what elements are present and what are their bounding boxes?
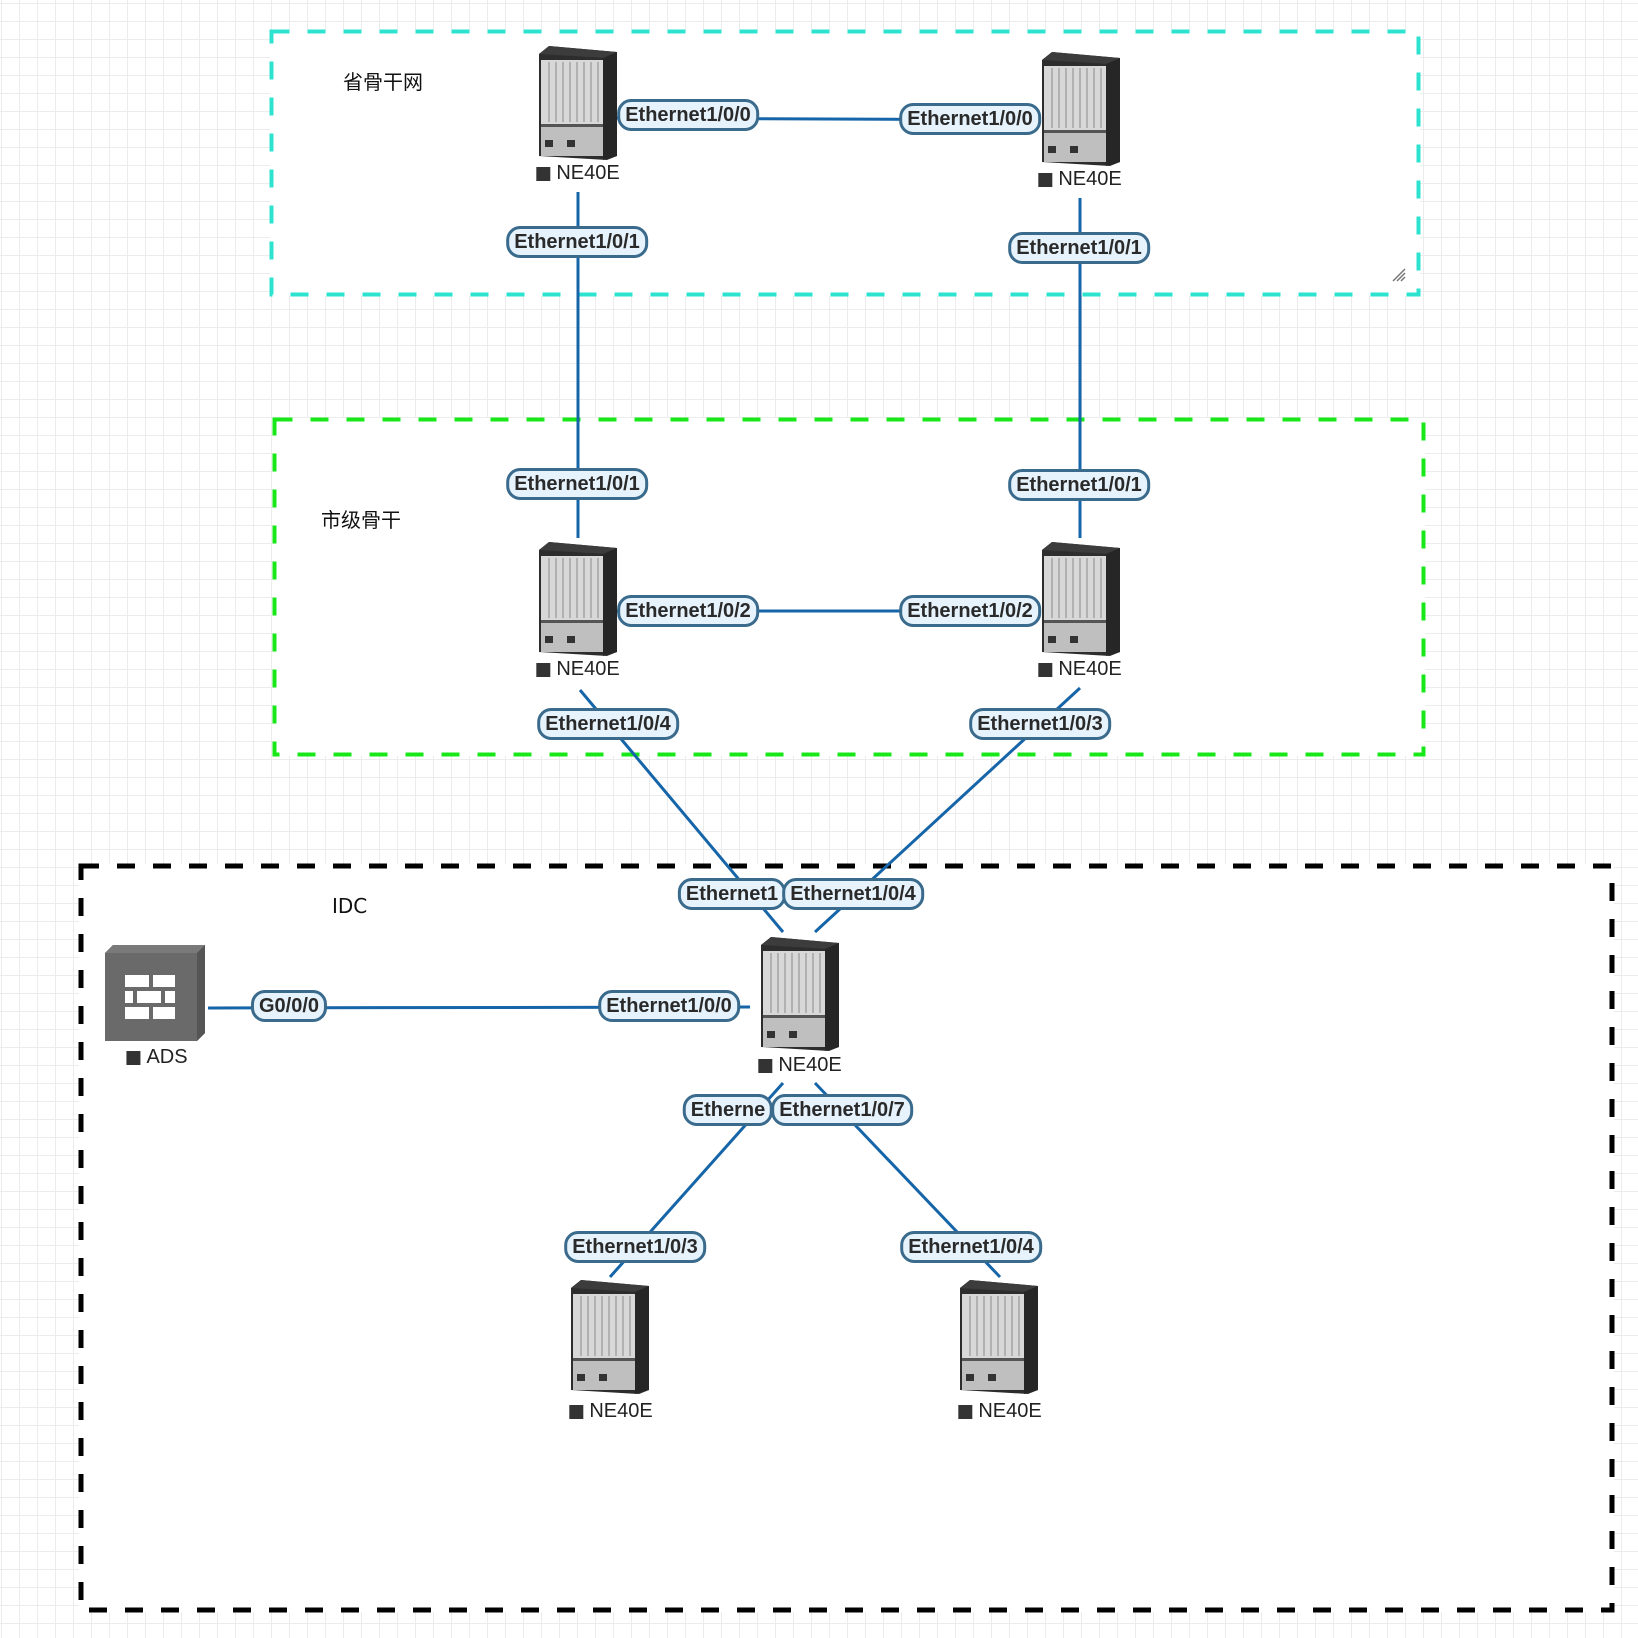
resize-grip-icon[interactable] [1392,268,1406,282]
port-label[interactable]: Ethernet1/0/0 [899,103,1041,135]
port-label[interactable]: Ethernet1/0/2 [899,595,1041,627]
port-label[interactable]: Ethernet1/0/1 [506,468,648,500]
device-city-left[interactable] [537,540,619,658]
device-prov-left[interactable] [537,44,619,162]
port-label[interactable]: Ethernet1/0/0 [617,99,759,131]
device-label-city-right: NE40E [1038,658,1122,681]
device-label-ads: ADS [126,1046,188,1069]
port-label[interactable]: G0/0/0 [250,990,328,1022]
device-label-idc-left: NE40E [569,1400,653,1423]
zone-city-border [272,417,1426,757]
router-icon [761,937,839,1051]
device-prov-right[interactable] [1040,50,1122,168]
zone-idc[interactable]: IDC [78,863,1615,1613]
zone-city-title: 市级骨干 [321,508,401,532]
device-city-right[interactable] [1040,540,1122,658]
status-square-icon [536,662,551,677]
zone-province-title: 省骨干网 [343,70,423,94]
device-ads[interactable] [105,945,205,1041]
port-label[interactable]: Ethernet1/0/4 [537,708,679,740]
zone-city-backbone[interactable]: 市级骨干 [272,417,1426,757]
status-square-icon [1038,172,1053,187]
port-label[interactable]: Ethernet1/0/4 [782,878,924,910]
router-icon [960,1280,1038,1394]
router-icon [1042,542,1120,656]
zone-province-backbone[interactable]: 省骨干网 [269,29,1421,297]
device-idc-core[interactable] [759,935,841,1053]
status-square-icon [958,1404,973,1419]
status-square-icon [569,1404,584,1419]
zone-province-border [269,29,1421,297]
device-label-idc-right: NE40E [958,1400,1042,1423]
port-label[interactable]: Ethernet1/0/1 [1008,469,1150,501]
router-icon [539,46,617,160]
port-label[interactable]: Ethernet1/0/3 [969,708,1111,740]
firewall-icon [105,945,205,1041]
status-square-icon [536,166,551,181]
status-square-icon [758,1058,773,1073]
port-label[interactable]: Ethernet1 [677,878,787,910]
device-label-city-left: NE40E [536,658,620,681]
port-label[interactable]: Etherne [682,1094,774,1126]
status-square-icon [126,1050,141,1065]
port-label[interactable]: Ethernet1/0/0 [598,990,740,1022]
device-idc-right[interactable] [958,1278,1040,1396]
device-idc-left[interactable] [569,1278,651,1396]
port-label[interactable]: Ethernet1/0/2 [617,595,759,627]
port-label[interactable]: Ethernet1/0/1 [506,226,648,258]
port-label[interactable]: Ethernet1/0/3 [564,1231,706,1263]
device-label-prov-left: NE40E [536,162,620,185]
zone-idc-border [78,863,1615,1613]
port-label[interactable]: Ethernet1/0/7 [771,1094,913,1126]
router-icon [1042,52,1120,166]
port-label[interactable]: Ethernet1/0/1 [1008,232,1150,264]
router-icon [571,1280,649,1394]
status-square-icon [1038,662,1053,677]
port-label[interactable]: Ethernet1/0/4 [900,1231,1042,1263]
device-label-idc-core: NE40E [758,1054,842,1077]
zone-idc-title: IDC [332,894,368,918]
device-label-prov-right: NE40E [1038,168,1122,191]
router-icon [539,542,617,656]
